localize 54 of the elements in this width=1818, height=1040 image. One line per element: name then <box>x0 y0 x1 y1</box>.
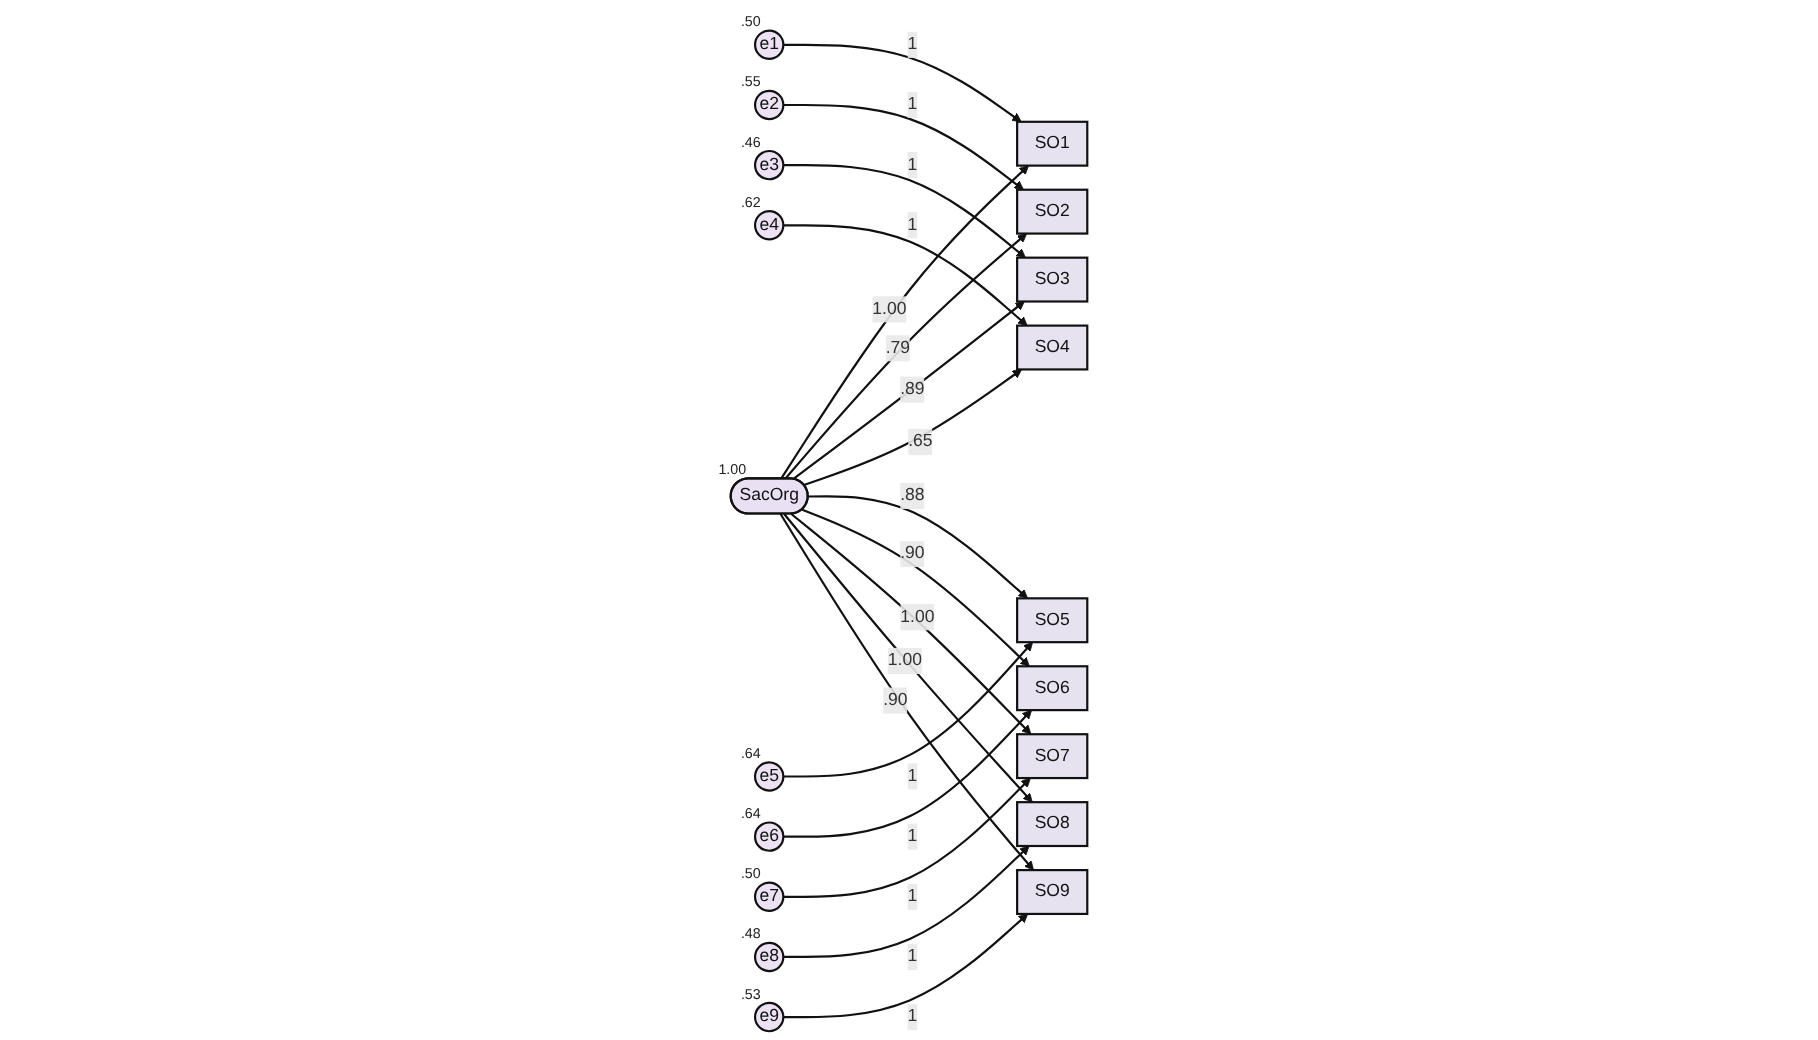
node-box: SO4 <box>1016 324 1089 371</box>
edge-label: 1.00 <box>900 607 935 627</box>
edge-label: .65 <box>908 432 933 451</box>
edge-label: .90 <box>883 690 908 710</box>
arrow <box>783 845 1030 959</box>
node-circle: e8 <box>753 941 785 973</box>
node-box: SO2 <box>1016 188 1089 235</box>
arrow <box>779 513 1034 871</box>
arrow <box>783 103 1024 191</box>
arrow <box>803 369 1023 487</box>
arrow <box>784 233 1028 480</box>
edge-label: 1 <box>907 1007 918 1026</box>
arrow <box>783 43 1022 123</box>
node-box: SO6 <box>1016 665 1089 712</box>
arrow <box>808 495 1028 599</box>
node-box: SO8 <box>1016 801 1089 848</box>
node-circle: e9 <box>753 1001 785 1033</box>
node-circle: e5 <box>753 761 785 792</box>
arrow <box>783 164 1026 259</box>
edge-label: 1 <box>907 766 918 786</box>
edge-label: .90 <box>900 544 925 563</box>
edge-label: 1 <box>907 826 918 846</box>
arrow <box>792 301 1025 480</box>
edge-label: 1.00 <box>887 651 922 670</box>
node-circle: e7 <box>753 881 785 912</box>
node-box: SO7 <box>1016 733 1089 780</box>
node-box: SO5 <box>1016 597 1089 644</box>
arrow <box>783 224 1028 327</box>
node-circle: e3 <box>753 149 785 181</box>
arrow <box>783 709 1032 838</box>
edge-label: 1 <box>907 947 918 966</box>
node-circle: e6 <box>753 821 785 852</box>
arrow <box>780 165 1030 480</box>
edge-label: 1 <box>907 886 918 906</box>
arrow <box>783 777 1031 898</box>
edge-label: 1 <box>907 95 918 114</box>
arrow <box>783 913 1029 1019</box>
node-circle: e2 <box>753 89 785 121</box>
node-box: SO3 <box>1016 256 1089 303</box>
node-circle: e4 <box>753 210 785 241</box>
edge-label: 1.00 <box>872 299 907 319</box>
arrow <box>790 513 1032 735</box>
edge-label: .79 <box>885 338 911 358</box>
arrow <box>801 508 1030 667</box>
edge-label: 1 <box>907 34 918 54</box>
arrow <box>783 513 1033 803</box>
arrow <box>783 641 1034 778</box>
edge-label: .89 <box>900 379 925 399</box>
node-box: SO1 <box>1016 120 1089 167</box>
edge-label: 1 <box>907 155 918 174</box>
edge-label: .88 <box>900 486 925 505</box>
edge-label: 1 <box>907 215 918 235</box>
node-circle: e1 <box>753 29 785 61</box>
node-box: SO9 <box>1016 869 1089 916</box>
